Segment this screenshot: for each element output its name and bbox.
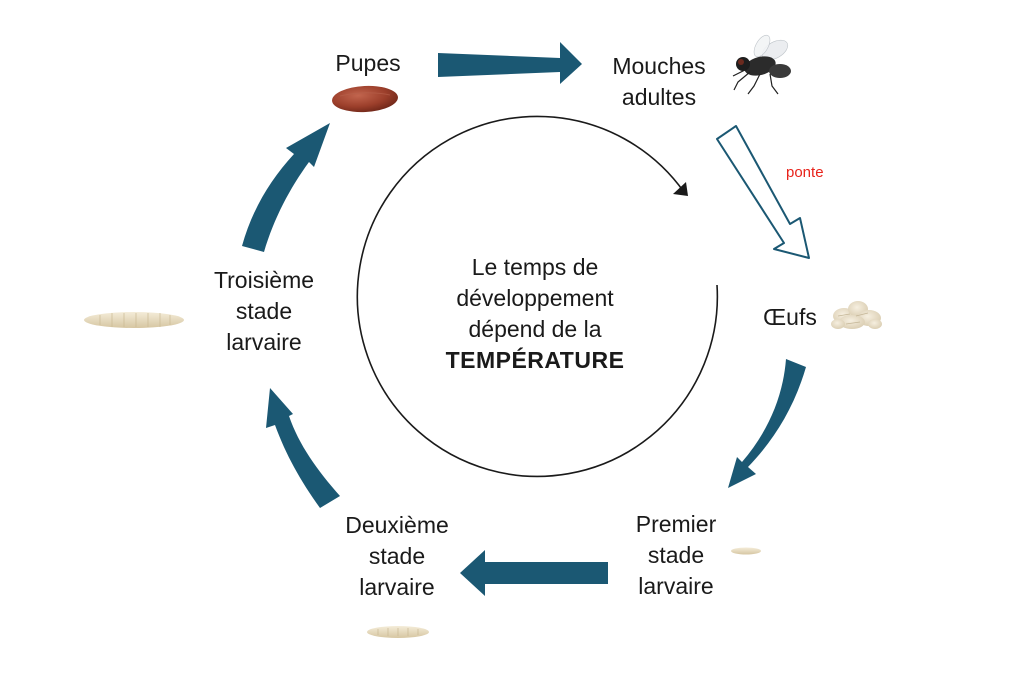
fly-icon [732, 34, 791, 95]
larva-medium-icon [367, 626, 429, 638]
center-cycle-arrow [356, 115, 719, 478]
ponte-label: ponte [786, 164, 824, 181]
center-text: Le temps de développement dépend de la T… [410, 252, 660, 376]
arrow-adults-to-eggs [716, 125, 810, 259]
stage-label-eggs: Œufs [763, 304, 817, 330]
stage-label-second-instar: Deuxième stade larvaire [345, 512, 449, 600]
center-line-3: dépend de la [468, 316, 602, 342]
larva-small-icon [731, 547, 761, 555]
arrow-first-to-second [460, 550, 608, 596]
arrow-pupes-to-adults [438, 42, 582, 84]
pupa-icon [332, 85, 398, 113]
stage-label-third-instar: Troisième stade larvaire [213, 267, 315, 355]
arrow-third-to-pupes [242, 123, 330, 252]
eggs-icon [831, 301, 882, 329]
larva-large-icon [84, 312, 184, 328]
center-line-2: développement [456, 285, 614, 311]
arrow-second-to-third [266, 388, 340, 508]
stage-label-first-instar: Premier stade larvaire [635, 511, 717, 599]
center-arrowhead [673, 182, 688, 196]
stage-label-pupes: Pupes [335, 50, 401, 76]
stage-label-adults: Mouches adultes [612, 53, 706, 110]
center-line-1: Le temps de [471, 254, 599, 280]
center-emphasis: TEMPÉRATURE [445, 347, 625, 373]
arrow-eggs-to-first [728, 359, 806, 488]
